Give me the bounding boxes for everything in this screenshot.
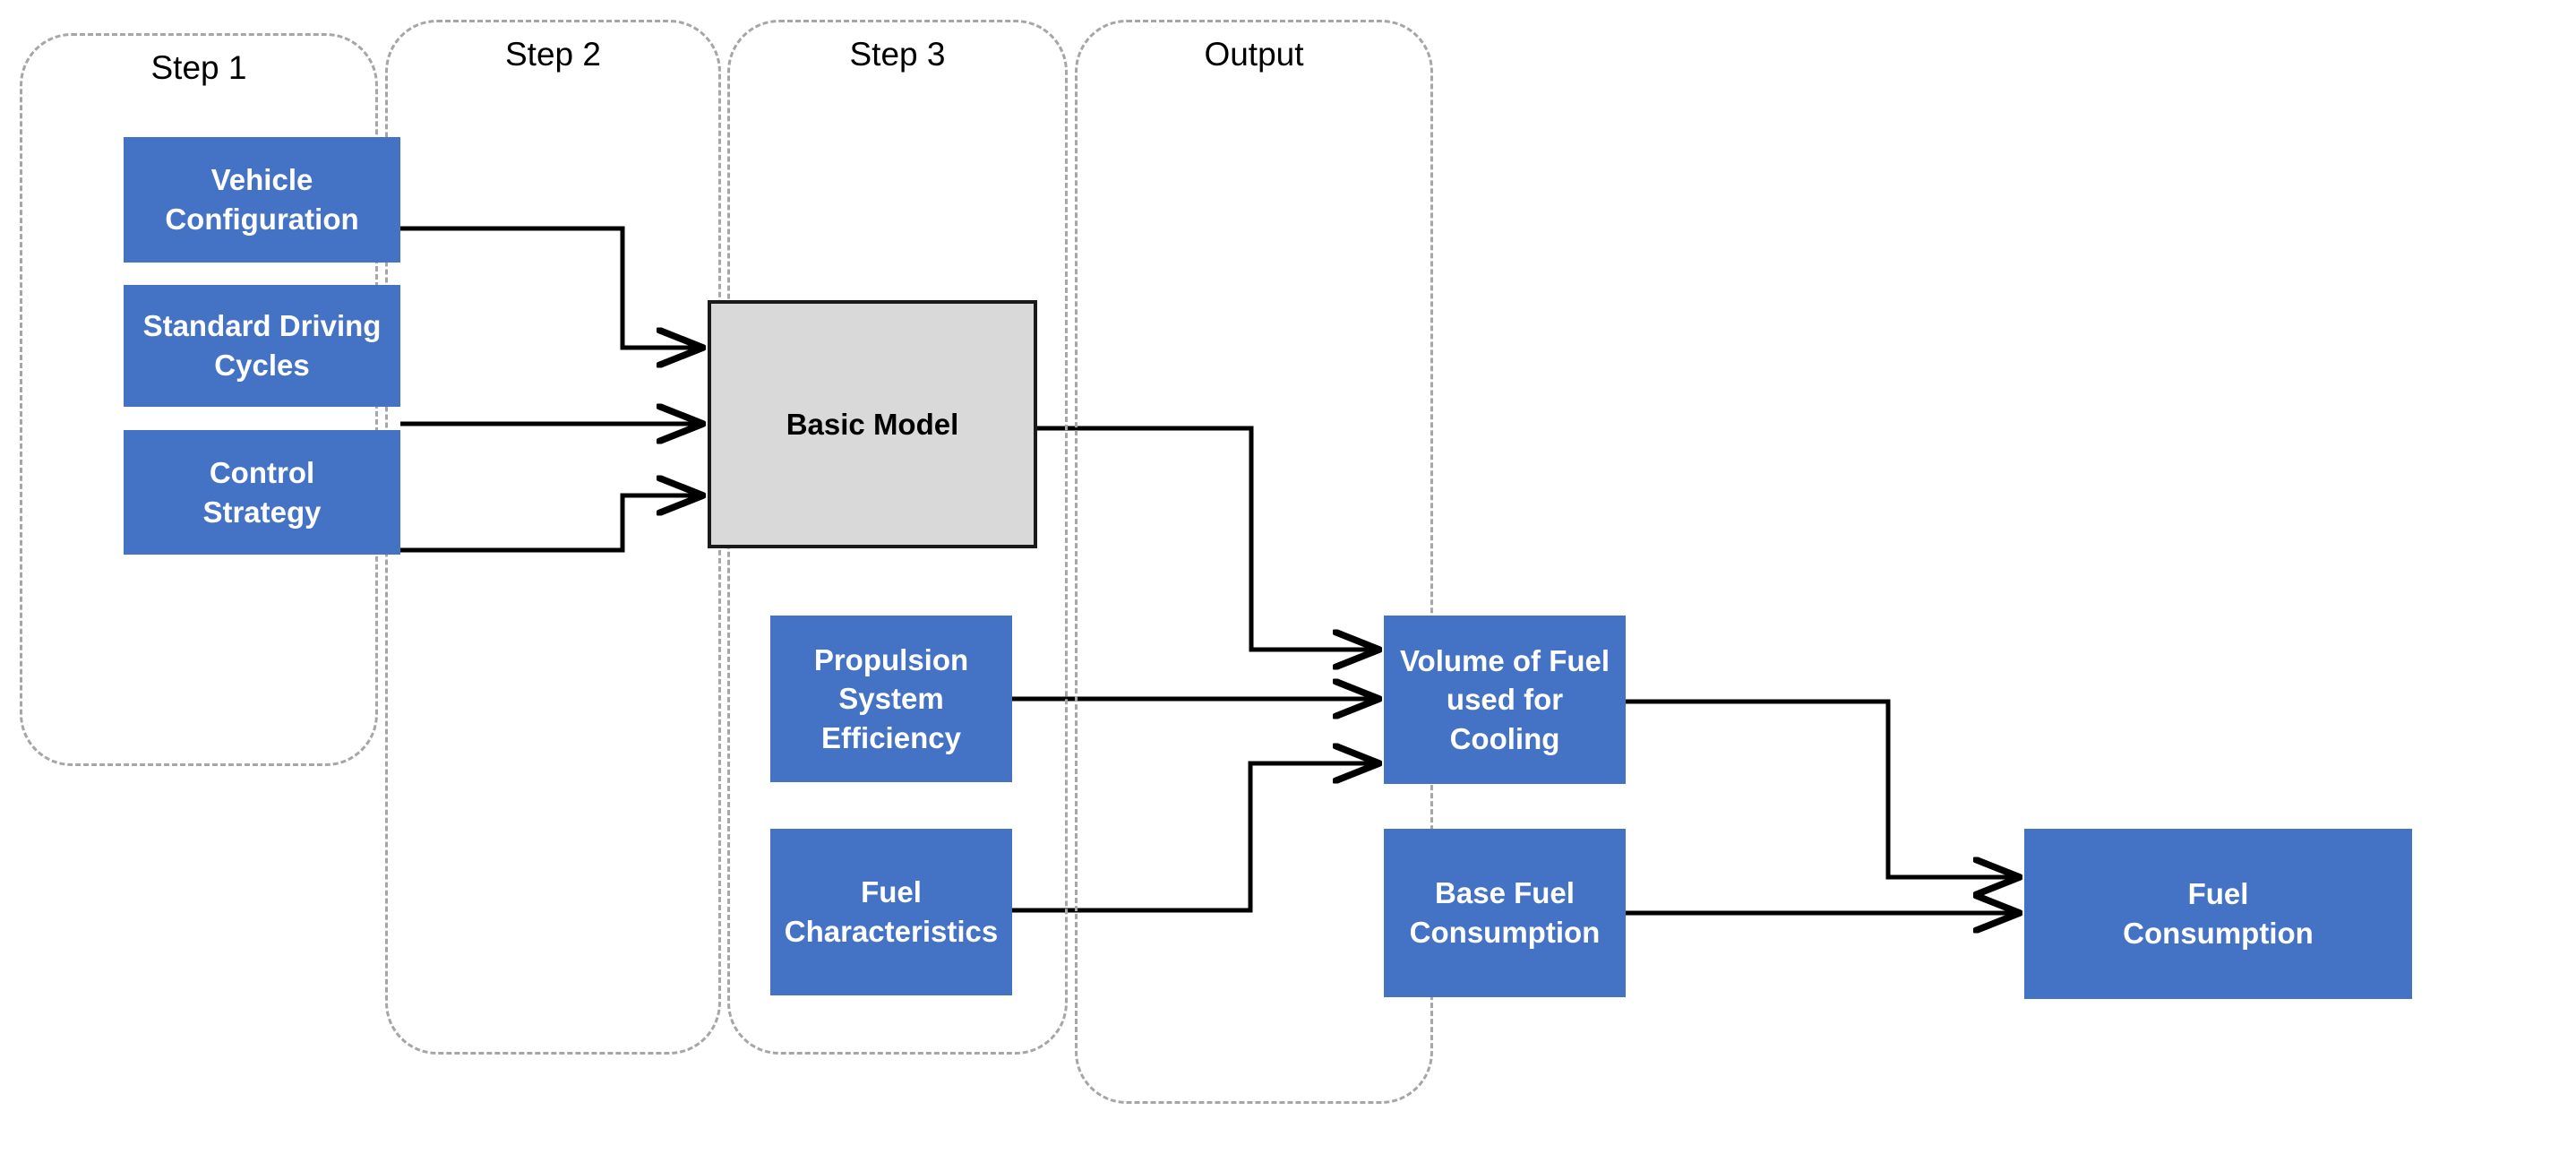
node-label-basic-model: Basic Model [786, 407, 959, 441]
group-output [1075, 20, 1433, 1104]
group-title-step1: Step 1 [150, 49, 247, 86]
group-step2 [385, 20, 721, 1055]
group-title-step3: Step 3 [849, 36, 946, 73]
edge-volume-of-fuel-to-fuel-consumption [1626, 699, 2020, 877]
group-title-step2: Step 2 [505, 36, 601, 73]
group-title-output: Output [1204, 36, 1304, 73]
node-basic-model[interactable]: Basic Model [708, 300, 1037, 548]
